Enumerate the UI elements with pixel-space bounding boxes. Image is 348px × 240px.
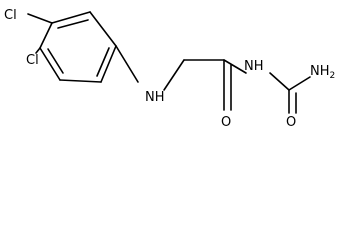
bond-ring-cl-top	[27, 13, 53, 24]
ring-bond-lower-right	[100, 45, 117, 83]
cl-atom-label-bottom: Cl	[26, 53, 39, 68]
bond-urea-c-to-nh2	[288, 76, 311, 91]
ring-bond-top	[51, 11, 91, 24]
ring-bond-upper-left	[39, 22, 53, 49]
bond-carbonyl-to-nh	[223, 59, 247, 74]
benzene-ring	[39, 11, 117, 83]
ring-bond-lower-left	[39, 47, 61, 81]
molecular-structure-diagram: Cl Cl NH O NH O NH2	[4, 8, 335, 130]
ring-bond-upper-right	[89, 11, 117, 47]
bond-ring-to-nh	[115, 45, 139, 83]
nh2-label: NH2	[310, 64, 335, 81]
ring-double-bond-right	[96, 47, 110, 77]
nh-amine-label: NH	[145, 90, 165, 105]
bond-nh-to-ch2	[163, 59, 185, 91]
o-carbonyl-1-label: O	[221, 115, 231, 130]
nh2-label-main: NH	[310, 64, 330, 79]
o-carbonyl-2-label: O	[286, 115, 296, 130]
bond-ring-cl-bottom	[35, 47, 41, 54]
ring-bond-bottom	[59, 79, 102, 83]
nh-amide-label: NH	[244, 59, 264, 74]
nh2-label-subscript: 2	[330, 71, 336, 81]
ring-double-bond-left	[47, 48, 64, 74]
cl-atom-label-top: Cl	[4, 8, 17, 23]
bond-nh-to-urea-c	[269, 72, 290, 91]
ring-double-bond-top	[57, 19, 89, 29]
